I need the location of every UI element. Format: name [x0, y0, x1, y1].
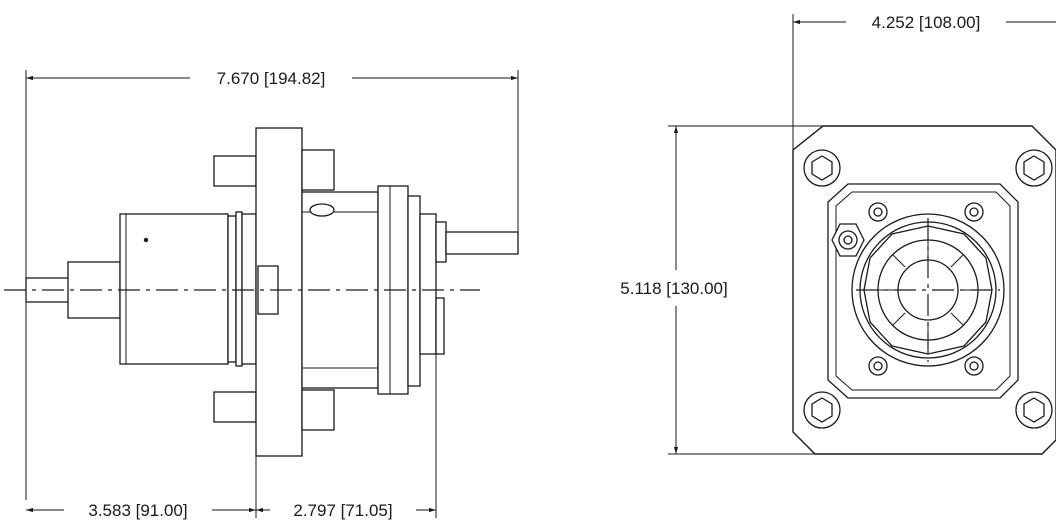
cap-screw	[964, 202, 984, 222]
gear-cover	[407, 195, 421, 387]
left-section-label: 3.583 [91.00]	[88, 501, 187, 520]
height-label: 5.118 [130.00]	[620, 279, 727, 298]
width-label: 4.252 [108.00]	[872, 13, 981, 32]
spindle-cylinder	[119, 213, 229, 365]
coupling-nut	[435, 221, 447, 263]
flange-bolt-top	[213, 155, 257, 187]
coupling	[419, 213, 437, 355]
mounting-flange	[255, 127, 303, 457]
side-view: 7.670 [194.82]	[4, 69, 519, 520]
corner-screw	[803, 391, 841, 429]
cap-screw	[964, 356, 984, 376]
seal-ring	[235, 211, 243, 367]
corner-screw	[1015, 391, 1053, 429]
corner-screw	[803, 149, 841, 187]
marking-dot	[143, 237, 149, 243]
flange-bolt-bottom	[213, 391, 257, 423]
bolt-head-top	[301, 149, 335, 191]
drive-shaft	[445, 231, 519, 255]
seal-ring	[241, 213, 257, 365]
coupling-base	[435, 297, 445, 355]
right-section-label: 2.797 [71.05]	[293, 501, 392, 520]
overall-length-label: 7.670 [194.82]	[217, 69, 326, 88]
grease-fitting	[309, 203, 335, 217]
cap-screw	[868, 202, 888, 222]
seal-ring	[227, 215, 237, 363]
lube-fitting	[831, 223, 865, 257]
inner-housing-edge	[835, 191, 1011, 391]
front-view: 4.252 [108.00] 5.118 [130.00]	[620, 13, 1056, 455]
cap-screw	[868, 356, 888, 376]
corner-screw	[1015, 149, 1053, 187]
bolt-head-bottom	[301, 389, 335, 431]
